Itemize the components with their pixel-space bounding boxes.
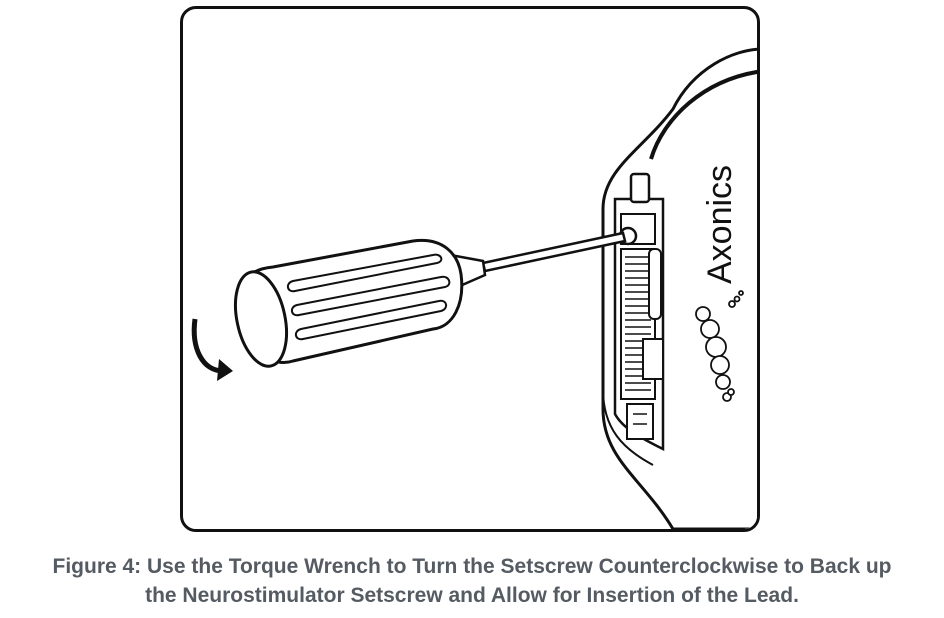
neurostimulator-device: Axonics (601, 47, 757, 529)
torque-wrench-illustration: Axonics (191, 47, 757, 529)
device-brand-logo: Axonics (701, 165, 739, 284)
counterclockwise-arrow (191, 318, 224, 374)
caption-line-1: Figure 4: Use the Torque Wrench to Turn … (52, 555, 892, 578)
device-logo-dots (695, 290, 744, 402)
wrench-grip-grooves (287, 253, 451, 341)
figure-frame: Axonics (180, 6, 760, 532)
figure-caption: Figure 4: Use the Torque Wrench to Turn … (0, 552, 944, 610)
caption-line-2: the Neurostimulator Setscrew and Allow f… (145, 584, 799, 607)
torque-wrench (191, 231, 627, 381)
connector-ribs (625, 256, 651, 391)
